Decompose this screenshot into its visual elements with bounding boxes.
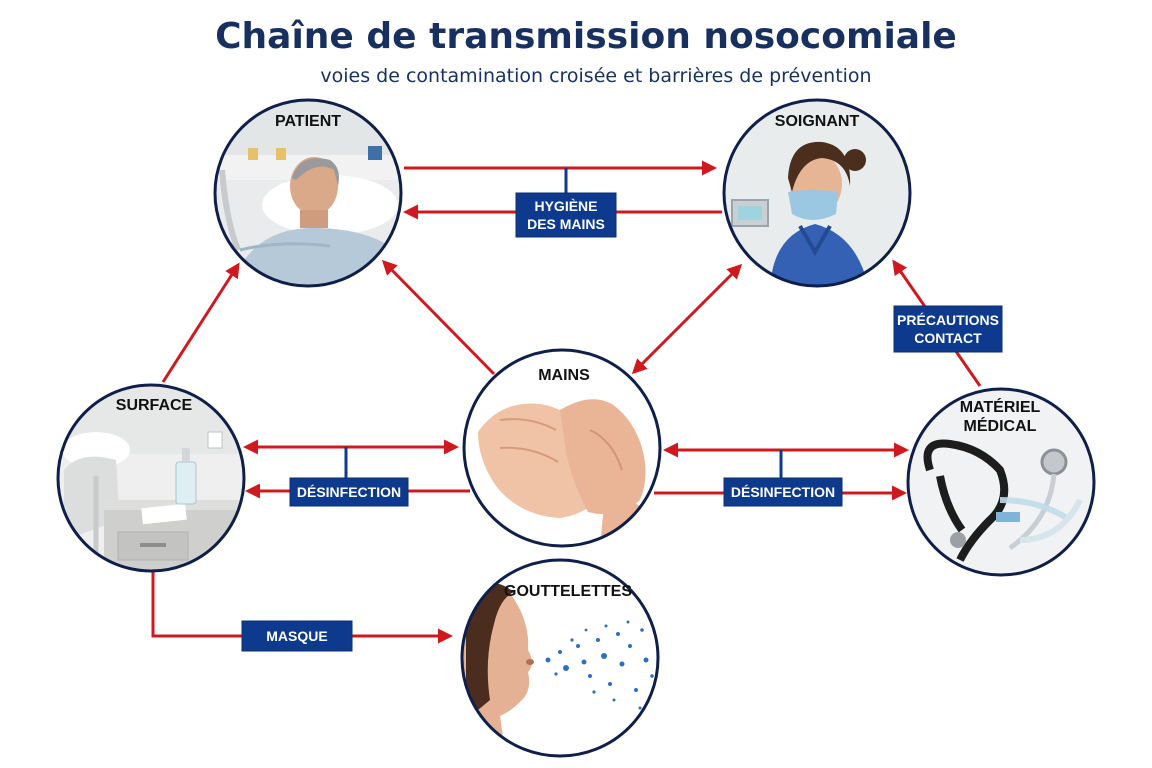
materiel-ring: [906, 387, 1096, 577]
page-title: Chaîne de transmission nosocomiale: [215, 16, 957, 57]
barrier-precautions-contact: PRÉCAUTIONS CONTACT: [893, 305, 1003, 353]
mains-ring: [462, 348, 662, 548]
barrier-desinfection-right-label: DÉSINFECTION: [731, 484, 835, 500]
gouttelettes-label: GOUTTELETTES: [504, 583, 632, 600]
patient-label: PATIENT: [275, 113, 341, 130]
barrier-desinfection-left-label: DÉSINFECTION: [297, 484, 401, 500]
surface-label: SURFACE: [116, 397, 193, 414]
node-soignant: SOIGNANT: [722, 98, 912, 288]
arrow-surface-to-patient: [161, 262, 240, 383]
gouttelettes-ring: [460, 558, 660, 758]
barrier-masque-label: MASQUE: [266, 628, 327, 644]
surface-ring: [56, 383, 246, 573]
materiel-label-line2: MÉDICAL: [964, 416, 1037, 435]
mains-illustration: [464, 350, 660, 546]
node-gouttelettes: GOUTTELETTES: [460, 558, 660, 758]
arrow-mains-to-patient: [381, 259, 496, 376]
patient-ring: [213, 98, 403, 288]
materiel-label-line1: MATÉRIEL: [960, 397, 1041, 416]
node-mains: MAINS: [462, 348, 662, 548]
page-subtitle: voies de contamination croisée et barriè…: [320, 65, 871, 87]
node-patient: PATIENT: [213, 98, 403, 288]
barrier-precautions-line2: CONTACT: [914, 330, 982, 346]
soignant-label: SOIGNANT: [775, 113, 860, 130]
soignant-ring: [722, 98, 912, 288]
barrier-masque: MASQUE: [241, 620, 353, 652]
droplet-spray: [545, 620, 654, 710]
barrier-desinfection-right: DÉSINFECTION: [723, 450, 843, 507]
node-materiel-medical: MATÉRIEL MÉDICAL: [906, 387, 1096, 577]
mains-label: MAINS: [538, 367, 590, 384]
materiel-illustration: [908, 389, 1094, 575]
node-surface: SURFACE: [56, 383, 246, 573]
barrier-precautions-line1: PRÉCAUTIONS: [897, 312, 999, 328]
surface-illustration: [58, 385, 244, 571]
barrier-hygiene-line2: DES MAINS: [527, 216, 605, 232]
arrow-mains-soignant: [631, 263, 743, 375]
barrier-desinfection-left: DÉSINFECTION: [289, 447, 409, 507]
barrier-hygiene-line1: HYGIÈNE: [534, 198, 597, 214]
barrier-hygiene-des-mains: HYGIÈNE DES MAINS: [515, 168, 617, 238]
soignant-illustration: [724, 100, 910, 286]
